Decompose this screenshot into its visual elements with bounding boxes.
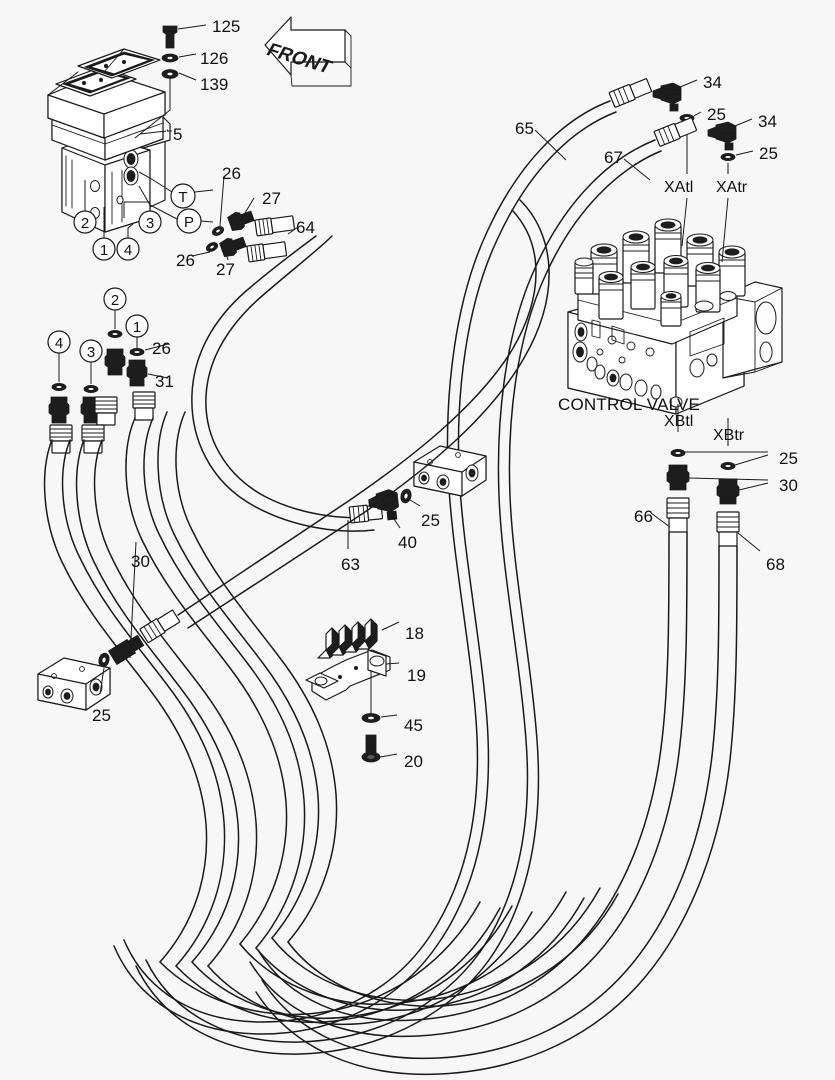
callout-40: 40 (398, 533, 417, 552)
balloon-4-mid: 4 (54, 335, 64, 352)
balloon-2-top: 2 (80, 215, 90, 232)
callout-20: 20 (404, 752, 423, 771)
balloon-port-p: P (183, 214, 194, 231)
balloon-circles (47, 183, 202, 363)
balloon-3-mid: 3 (86, 344, 96, 361)
fittings-26-31 (48, 310, 169, 424)
callout-45: 45 (404, 716, 423, 735)
callout-25-b: 25 (759, 144, 778, 163)
callout-34-a: 34 (703, 73, 722, 92)
hose-ferrules-left (49, 391, 156, 454)
port-label-xatr: XAtr (716, 179, 748, 196)
callout-18: 18 (405, 624, 424, 643)
callout-63: 63 (341, 555, 360, 574)
elbow-34-assemblies (652, 79, 754, 263)
manifold-bottom-left (37, 199, 550, 711)
callout-68: 68 (766, 555, 785, 574)
hose-bundle-left-return (159, 887, 619, 1026)
port-label-xatl: XAtl (664, 179, 694, 196)
callout-126: 126 (200, 49, 229, 68)
control-valve-body (567, 218, 783, 415)
callout-30-a: 30 (779, 476, 798, 495)
callout-125: 125 (212, 17, 241, 36)
port-fittings-xbt (650, 404, 769, 552)
callout-64: 64 (296, 218, 315, 237)
callout-65: 65 (515, 119, 534, 138)
callout-27-b: 27 (216, 260, 235, 279)
port-label-xbtl: XBtl (664, 413, 694, 430)
clamp-assembly (305, 618, 400, 763)
port-label-xbtr: XBtr (713, 427, 745, 444)
bolt-125-stack (134, 24, 207, 139)
balloon-port-t: T (178, 189, 188, 206)
callout-25-d: 25 (421, 511, 440, 530)
callout-5: 5 (173, 125, 183, 144)
callout-19: 19 (407, 666, 426, 685)
callout-26-a: 26 (222, 164, 241, 183)
balloon-leaders-upper (84, 171, 214, 238)
callout-30-b: 30 (131, 552, 150, 571)
callout-27-a: 27 (262, 189, 281, 208)
callout-66: 66 (634, 507, 653, 526)
callout-25-e: 25 (92, 706, 111, 725)
control-valve-label: CONTROL VALVE (558, 395, 701, 414)
elbow-40-manifold (368, 445, 487, 529)
balloon-2-mid: 2 (110, 292, 120, 309)
callout-31: 31 (155, 372, 174, 391)
hose-67 (135, 117, 698, 1055)
callout-26-b: 26 (176, 251, 195, 270)
balloon-1-mid: 1 (132, 319, 142, 336)
callout-26-c: 26 (152, 339, 171, 358)
callout-25-c: 25 (779, 449, 798, 468)
hose-65 (113, 78, 653, 1035)
balloon-4-top: 4 (123, 242, 133, 259)
hose-bundle-left (43, 411, 338, 967)
balloon-3-top: 3 (145, 215, 155, 232)
hose-68 (255, 545, 738, 1076)
callout-67: 67 (604, 148, 623, 167)
balloon-1-top: 1 (99, 242, 109, 259)
callout-34-b: 34 (758, 112, 777, 131)
fittings-26-27-64 (191, 175, 299, 263)
pilot-valve-assembly (47, 48, 171, 233)
callout-25-a: 25 (707, 105, 726, 124)
callout-139: 139 (200, 75, 229, 94)
